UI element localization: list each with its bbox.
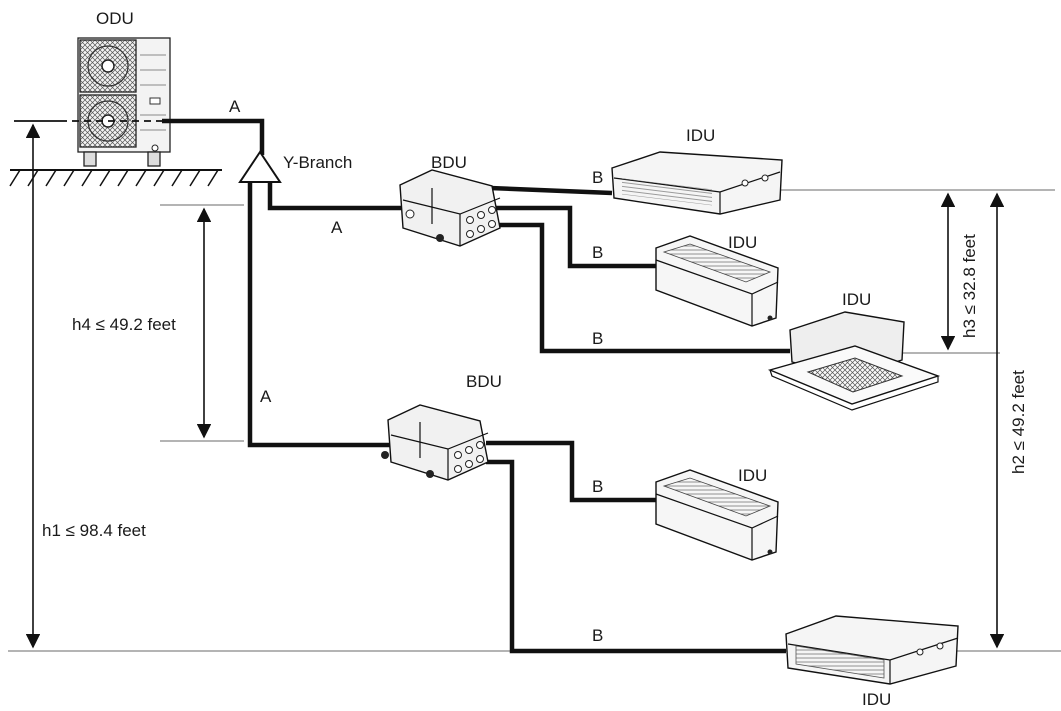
pipe-a-network <box>162 118 405 448</box>
h2-label: h2 ≤ 49.2 feet <box>1009 370 1028 474</box>
pipe-b-label-1: B <box>592 168 603 187</box>
idu-ducted-1 <box>611 151 783 215</box>
ground-hatch <box>9 169 222 187</box>
h3-label: h3 ≤ 32.8 feet <box>960 234 979 338</box>
odu-unit <box>77 37 171 167</box>
idu-wall-mount-1 <box>655 235 779 327</box>
pipe-a-label-1: A <box>229 97 241 116</box>
bdu-label-1: BDU <box>431 153 467 172</box>
idu-label-3: IDU <box>842 290 871 309</box>
idu-label-1: IDU <box>686 126 715 145</box>
pipe-b-network <box>486 185 790 654</box>
y-branch-label: Y-Branch <box>283 153 352 172</box>
pipe-a-label-2: A <box>331 218 343 237</box>
pipe-b-label-4: B <box>592 477 603 496</box>
idu-label-5: IDU <box>862 690 891 709</box>
pipe-b-label-2: B <box>592 243 603 262</box>
bdu-unit-1 <box>399 169 501 247</box>
pipe-b-label-3: B <box>592 329 603 348</box>
dimension-arrows <box>25 123 1005 649</box>
pipe-a-label-3: A <box>260 387 272 406</box>
idu-ducted-2 <box>785 615 959 685</box>
h1-label: h1 ≤ 98.4 feet <box>42 521 146 540</box>
idu-wall-mount-2 <box>655 469 779 561</box>
odu-label: ODU <box>96 9 134 28</box>
h4-label: h4 ≤ 49.2 feet <box>72 315 176 334</box>
bdu-unit-2 <box>381 404 489 481</box>
bdu-label-2: BDU <box>466 372 502 391</box>
reference-lines <box>8 189 1061 652</box>
idu-cassette <box>767 311 941 411</box>
pipe-b-label-5: B <box>592 626 603 645</box>
idu-label-4: IDU <box>738 466 767 485</box>
idu-label-2: IDU <box>728 233 757 252</box>
y-branch-fitting <box>238 150 282 183</box>
